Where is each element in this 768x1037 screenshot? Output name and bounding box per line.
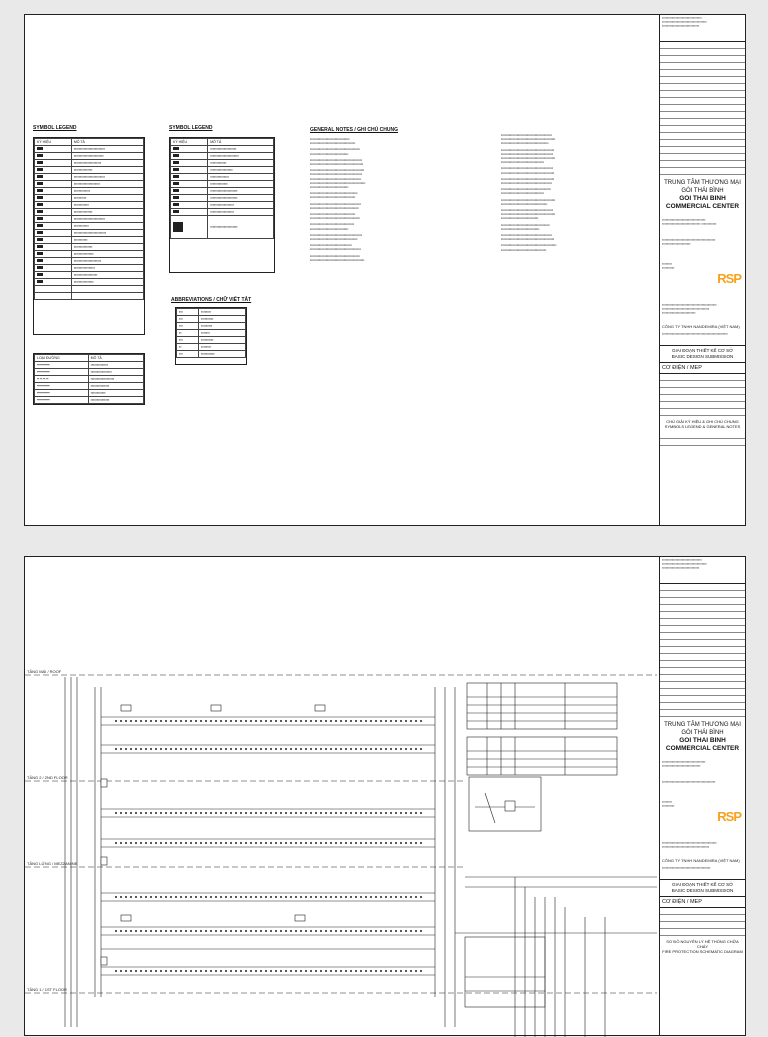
company-name: CÔNG TY TNHH NANDEMIRA (VIỆT NAM) [662, 858, 740, 863]
general-notes-column-1: ▪▪▪▪▪▪▪▪▪▪▪▪▪▪▪▪▪▪▪▪▪▪▪▪▪▪▪▪▪▪▪▪▪▪▪▪▪▪▪▪… [310, 137, 366, 262]
drawing-title-vi-1: CHÚ GIẢI KÝ HIỆU & GHI CHÚ CHUNG [666, 419, 739, 424]
valve-boxes [100, 704, 326, 966]
discipline-label: CƠ ĐIỆN / MEP [660, 897, 745, 908]
submission-stage: GIAI ĐOẠN THIẾT KẾ CƠ SỞ BASIC DESIGN SU… [660, 879, 745, 897]
schedule-tables [466, 682, 618, 776]
sprinkler-branches-lower [101, 892, 435, 976]
level-roof: TẦNG MÁI / ROOF [27, 669, 62, 674]
project-name-vi-2: GÒI THÁI BÌNH [681, 730, 724, 736]
discipline-label: CƠ ĐIỆN / MEP [660, 363, 745, 374]
drawing-title-en-1: SYMBOLS LEGEND & GENERAL NOTES [664, 424, 741, 429]
legend1-heading: SYMBOL LEGEND [33, 125, 77, 131]
project-title-1: TRUNG TÂM THƯƠNG MẠI GÒI THÁI BÌNH GOI T… [660, 179, 745, 211]
drawing-sheet-schematic: TẦNG MÁI / ROOF TẦNG 2 / 2ND FLOOR TẦNG … [24, 556, 746, 1037]
stage-en: BASIC DESIGN SUBMISSION [671, 354, 734, 359]
vertical-risers [64, 677, 456, 1027]
detail-callout [468, 776, 542, 832]
stage-vi: GIAI ĐOẠN THIẾT KẾ CƠ SỞ [671, 348, 734, 353]
general-notes-column-2: ▪▪▪▪▪▪▪▪▪▪▪▪▪▪▪▪▪▪▪▪▪▪▪▪▪▪▪▪▪▪▪▪▪▪▪▪▪▪▪▪… [501, 133, 557, 252]
level-2nd-floor: TẦNG 2 / 2ND FLOOR [27, 775, 68, 780]
project-name-vi-1: TRUNG TÂM THƯƠNG MẠI [664, 180, 741, 186]
level-1st-floor: TẦNG 1 / 1ST FLOOR [27, 987, 67, 992]
drawing-title-2: SƠ ĐỒ NGUYÊN LÝ HỆ THỐNG CHỮA CHÁY FIRE … [660, 936, 745, 957]
project-name-en: GOI THAI BINH COMMERCIAL CENTER [665, 737, 740, 752]
legend2-heading: SYMBOL LEGEND [169, 125, 213, 131]
drawing-title-vi-2: SƠ ĐỒ NGUYÊN LÝ HỆ THỐNG CHỮA CHÁY [666, 939, 739, 949]
abbrev-heading: ABBREVIATIONS / CHỮ VIẾT TẮT [171, 297, 252, 303]
project-name-vi-1: TRUNG TÂM THƯƠNG MẠI [664, 722, 741, 728]
title-block-1: ▪▪▪▪▪▪▪▪▪▪▪▪▪▪▪▪▪▪▪▪▪▪▪▪▪▪▪▪▪▪▪▪ ▪▪▪▪▪▪▪… [659, 15, 745, 525]
company-name: CÔNG TY TNHH NANDEMIRA (VIỆT NAM) [662, 324, 740, 329]
submission-stage: GIAI ĐOẠN THIẾT KẾ CƠ SỞ BASIC DESIGN SU… [660, 345, 745, 363]
title-block-2: ▪▪▪▪▪▪▪▪▪▪▪▪▪▪▪▪▪▪▪▪▪▪▪▪▪▪▪▪▪▪▪▪ ▪▪▪▪▪▪▪… [659, 557, 745, 1035]
level-mezzanine: TẦNG LỬNG / MEZZANINE [27, 861, 78, 866]
project-name-vi-2: GÒI THÁI BÌNH [681, 188, 724, 194]
sprinkler-branches-upper [101, 716, 435, 848]
project-title-2: TRUNG TÂM THƯƠNG MẠI GÒI THÁI BÌNH GOI T… [660, 721, 745, 753]
abbreviation-table: ▪▪▪▪▪▪▪▪▪▪▪ ▪▪▪▪▪▪▪▪▪▪▪▪▪ ▪▪▪▪▪▪▪▪▪▪▪▪ ▪… [175, 307, 247, 365]
consultant-logo: RSP [717, 271, 742, 286]
consultant-logo: RSP [717, 809, 742, 824]
pump-room-piping [455, 876, 657, 1037]
project-name-en: GOI THAI BINH COMMERCIAL CENTER [665, 195, 740, 210]
stage-vi: GIAI ĐOẠN THIẾT KẾ CƠ SỞ [671, 882, 734, 887]
stage-en: BASIC DESIGN SUBMISSION [671, 888, 734, 893]
fire-schematic-diagram [25, 674, 657, 1037]
general-notes-heading: GENERAL NOTES / GHI CHÚ CHUNG [310, 127, 398, 133]
drawing-title-1: CHÚ GIẢI KÝ HIỆU & GHI CHÚ CHUNG SYMBOLS… [660, 416, 745, 432]
sprinkler-heads [115, 720, 425, 972]
drawing-title-en-2: FIRE PROTECTION SCHEMATIC DIAGRAM [662, 949, 743, 954]
